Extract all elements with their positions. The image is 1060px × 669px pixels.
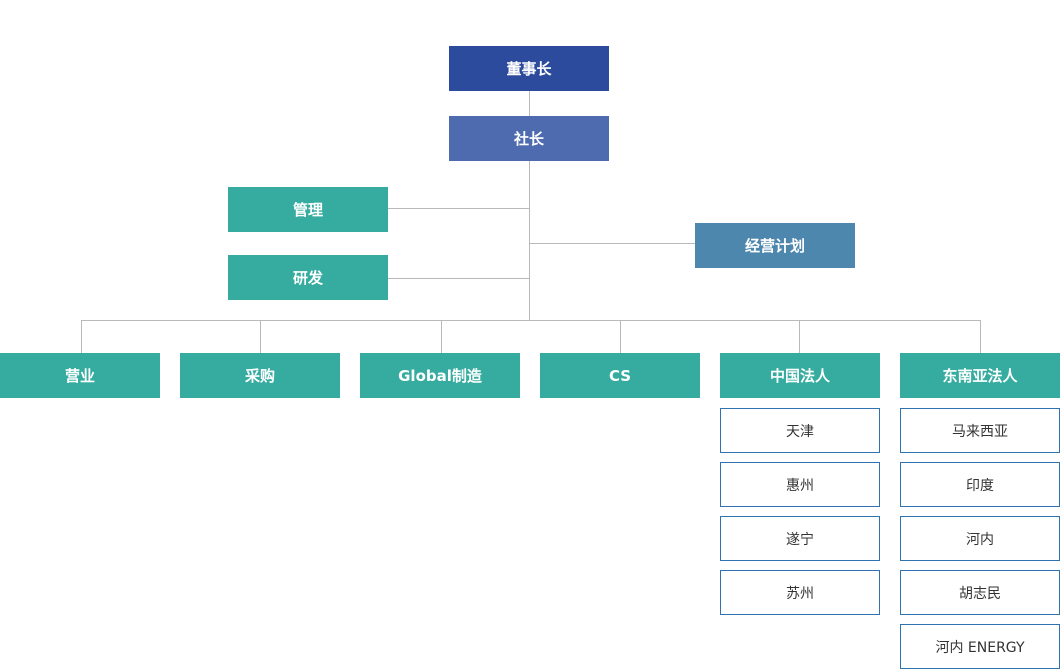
connector-china-corp xyxy=(799,320,800,353)
sea-subsidiary-hanoi: 河内 xyxy=(900,516,1060,561)
president-box: 社长 xyxy=(449,116,609,161)
connector-department-bus xyxy=(81,320,981,321)
management-box: 管理 xyxy=(228,187,388,232)
sea-subsidiary-malaysia: 马来西亚 xyxy=(900,408,1060,453)
chairman-box: 董事长 xyxy=(449,46,609,91)
global-manufacturing-box: Global制造 xyxy=(360,353,520,398)
connector-sea-corp xyxy=(980,320,981,353)
sea-subsidiary-hanoi-energy: 河内 ENERGY xyxy=(900,624,1060,669)
sea-corp-box: 东南亚法人 xyxy=(900,353,1060,398)
connector-global-manufacturing xyxy=(441,320,442,353)
connector-sales xyxy=(81,320,82,353)
rnd-box: 研发 xyxy=(228,255,388,300)
china-subsidiary-suzhou: 苏州 xyxy=(720,570,880,615)
connector-chairman-president xyxy=(529,91,530,116)
connector-planning xyxy=(530,243,695,244)
connector-cs xyxy=(620,320,621,353)
cs-box: CS xyxy=(540,353,700,398)
purchasing-box: 采购 xyxy=(180,353,340,398)
sea-subsidiary-ho-chi-minh: 胡志民 xyxy=(900,570,1060,615)
china-subsidiary-tianjin: 天津 xyxy=(720,408,880,453)
sales-box: 营业 xyxy=(0,353,160,398)
connector-purchasing xyxy=(260,320,261,353)
planning-box: 经营计划 xyxy=(695,223,855,268)
connector-rnd xyxy=(388,278,529,279)
connector-management xyxy=(388,208,529,209)
china-subsidiary-huizhou: 惠州 xyxy=(720,462,880,507)
china-subsidiary-suining: 遂宁 xyxy=(720,516,880,561)
sea-subsidiary-india: 印度 xyxy=(900,462,1060,507)
connector-main-trunk xyxy=(529,161,530,320)
china-corp-box: 中国法人 xyxy=(720,353,880,398)
